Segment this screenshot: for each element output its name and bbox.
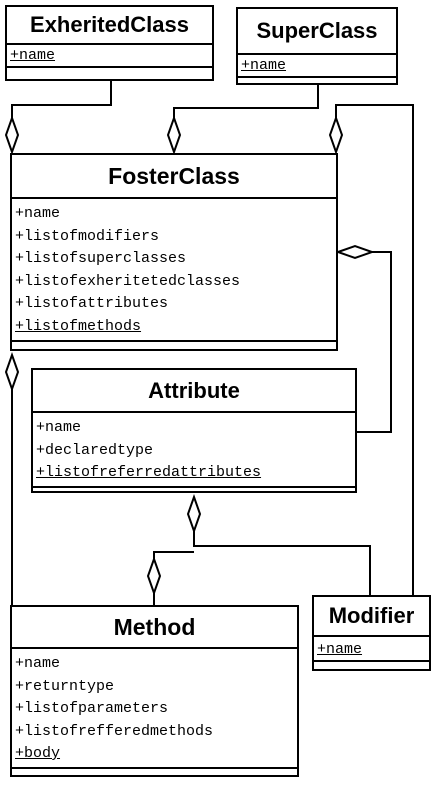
attribute-item: +body: [15, 745, 61, 762]
class-foster: FosterClass +name +listofmodifiers +list…: [10, 153, 338, 351]
class-method: Method +name +returntype +listofparamete…: [10, 605, 299, 777]
connector-attribute-foster: [356, 251, 392, 433]
attribute-item: +name: [36, 419, 82, 436]
connector-modifier-attribute: [193, 531, 371, 596]
aggregation-diamond-icon: [146, 555, 162, 597]
attribute-item: +returntype: [15, 677, 115, 695]
attribute-item: +listofparameters: [15, 700, 169, 717]
class-method-operations: [12, 767, 297, 769]
aggregation-diamond-icon: [4, 114, 20, 156]
attribute-item: +listofmethods: [15, 317, 142, 335]
attribute-item: +listofsuperclasses: [15, 250, 187, 267]
class-exherited-title: ExheritedClass: [7, 7, 212, 45]
aggregation-diamond-icon: [334, 244, 376, 260]
aggregation-diamond-icon: [166, 114, 182, 156]
class-exherited-operations: [7, 66, 212, 68]
class-foster-title: FosterClass: [12, 155, 336, 199]
aggregation-diamond-icon: [4, 351, 20, 393]
class-modifier: Modifier +name: [312, 595, 431, 671]
class-method-title: Method: [12, 607, 297, 649]
attribute-item: +name: [10, 47, 56, 64]
aggregation-diamond-icon: [186, 493, 202, 535]
class-attribute-title: Attribute: [33, 370, 355, 413]
class-exherited: ExheritedClass +name: [5, 5, 214, 81]
class-superclass-operations: [238, 76, 396, 78]
attribute-item: +name: [15, 655, 61, 672]
attribute-item: +listofrefferedmethods: [15, 722, 214, 740]
connector-modifier-foster: [335, 104, 414, 596]
class-method-attributes: +name +returntype +listofparameters +lis…: [12, 649, 297, 767]
attribute-item: +listofreferredattributes: [36, 464, 262, 481]
class-attribute-attributes: +name +declaredtype +listofreferredattri…: [33, 413, 355, 486]
attribute-item: +name: [317, 641, 363, 658]
class-modifier-attributes: +name: [314, 637, 429, 660]
attribute-item: +name: [15, 205, 61, 222]
class-foster-operations: [12, 340, 336, 342]
class-modifier-operations: [314, 660, 429, 662]
class-foster-attributes: +name +listofmodifiers +listofsuperclass…: [12, 199, 336, 340]
connector-superclass-foster: [173, 84, 319, 118]
attribute-item: +listofmodifiers: [15, 227, 160, 245]
class-superclass-title: SuperClass: [238, 9, 396, 55]
attribute-item: +name: [241, 57, 287, 74]
class-attribute: Attribute +name +declaredtype +listofref…: [31, 368, 357, 493]
class-attribute-operations: [33, 486, 355, 488]
class-modifier-title: Modifier: [314, 597, 429, 637]
class-exherited-attributes: +name: [7, 45, 212, 66]
class-superclass: SuperClass +name: [236, 7, 398, 85]
aggregation-diamond-icon: [328, 114, 344, 156]
connector-exherited-foster: [11, 80, 112, 118]
attribute-item: +listofattributes: [15, 295, 169, 312]
attribute-item: +declaredtype: [36, 441, 154, 459]
attribute-item: +listofexheritetedclasses: [15, 272, 241, 290]
class-superclass-attributes: +name: [238, 55, 396, 76]
